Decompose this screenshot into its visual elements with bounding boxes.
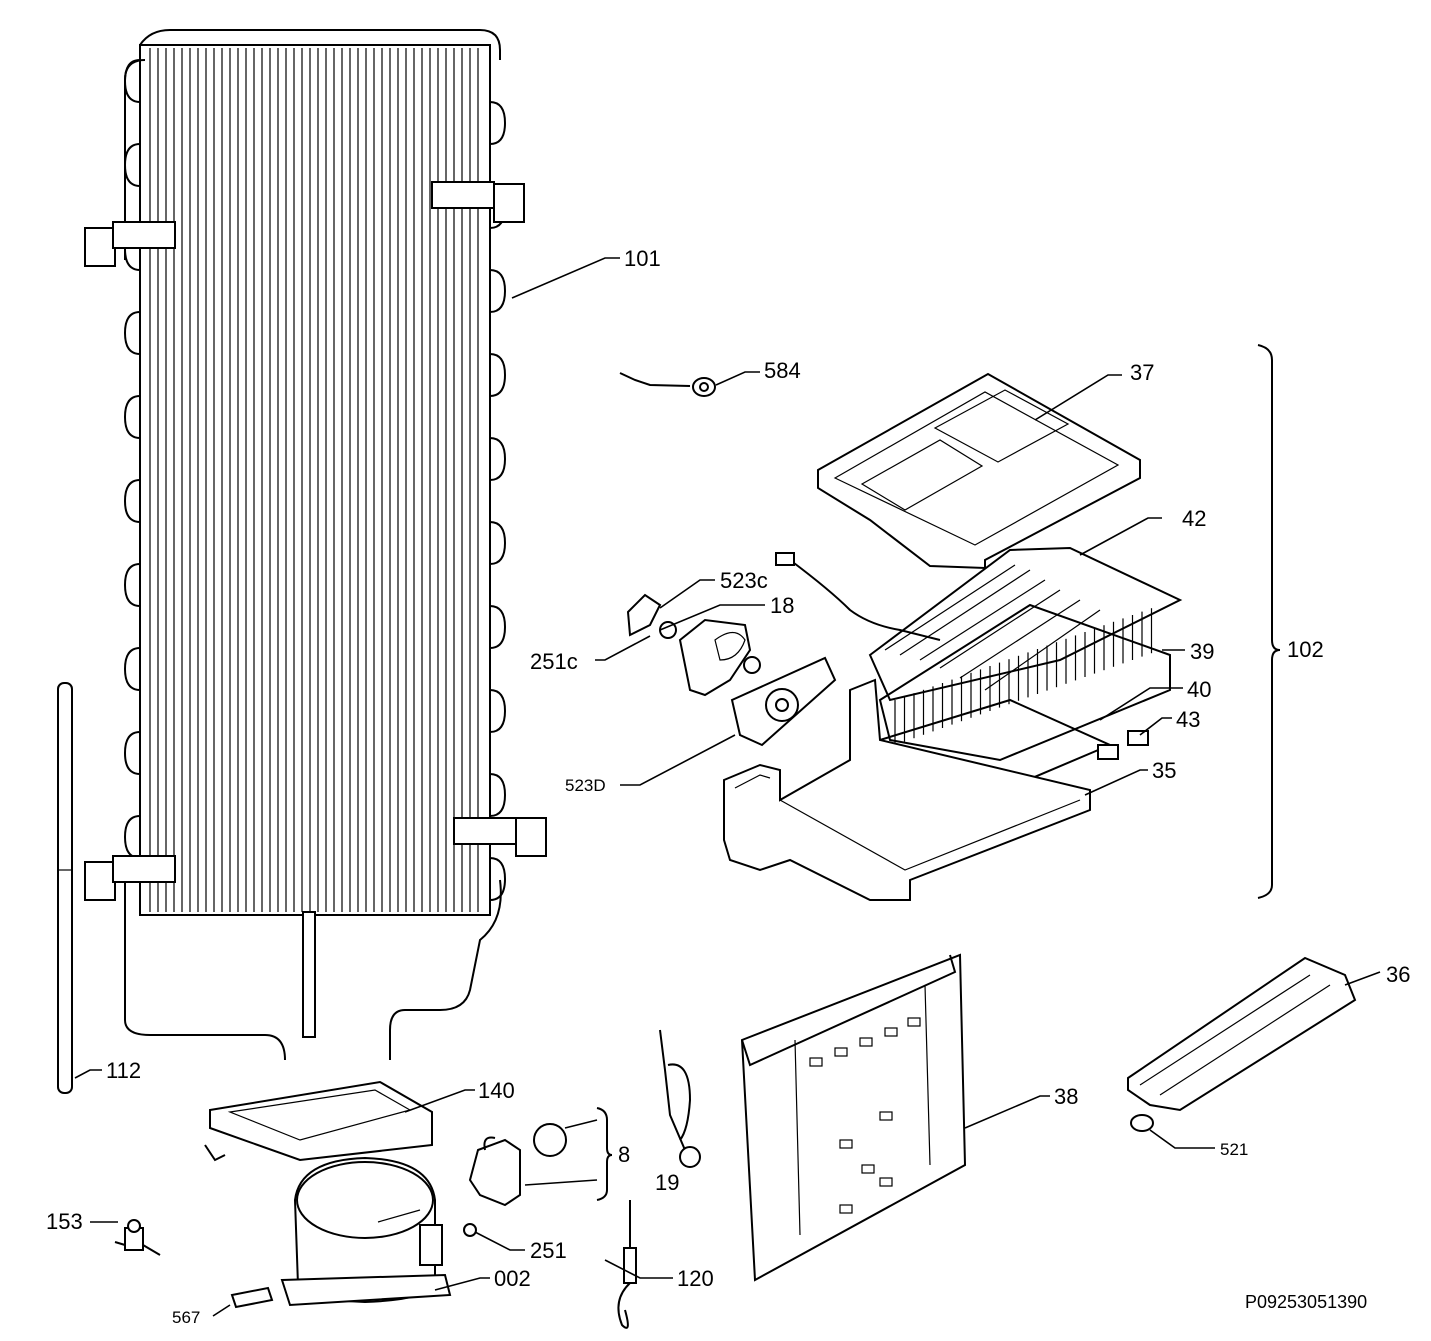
label-251c: 251c	[530, 649, 578, 674]
compressor-002	[280, 1156, 452, 1307]
document-code: P09253051390	[1245, 1292, 1367, 1312]
label-40: 40	[1187, 677, 1211, 702]
label-101: 101	[624, 246, 661, 271]
relay-8	[468, 1123, 567, 1207]
label-36: 36	[1386, 962, 1410, 987]
label-523c: 523c	[720, 568, 768, 593]
fan-assembly	[626, 593, 837, 747]
label-251: 251	[530, 1238, 567, 1263]
evaporator-assembly	[775, 546, 1183, 762]
label-42: 42	[1182, 506, 1206, 531]
label-8: 8	[618, 1142, 630, 1167]
clips-43	[1097, 730, 1149, 760]
part-labels: 101 584 37 42 523c 18 251c 39 102 40 43 …	[46, 246, 1410, 1327]
sensor-584	[619, 372, 716, 397]
grommet-251	[463, 1223, 477, 1237]
label-39: 39	[1190, 639, 1214, 664]
label-523D: 523D	[565, 776, 606, 795]
label-140: 140	[478, 1078, 515, 1103]
panel-38	[740, 953, 967, 1282]
label-002: 002	[494, 1266, 531, 1291]
label-567: 567	[172, 1308, 200, 1327]
plate-567	[230, 1286, 274, 1309]
tray-35	[723, 678, 1091, 901]
label-120: 120	[677, 1266, 714, 1291]
label-43: 43	[1176, 707, 1200, 732]
label-18: 18	[770, 593, 794, 618]
label-37: 37	[1130, 360, 1154, 385]
label-35: 35	[1152, 758, 1176, 783]
rail-36	[1127, 956, 1357, 1112]
cover-37	[817, 372, 1141, 570]
label-521: 521	[1220, 1140, 1248, 1159]
bracket-8	[596, 1107, 613, 1201]
valve-153	[114, 1219, 161, 1256]
bracket-102	[1257, 344, 1281, 899]
thermostat-19	[659, 1029, 701, 1168]
label-102: 102	[1287, 637, 1324, 662]
ring-521	[1130, 1114, 1154, 1132]
condenser-101	[84, 29, 547, 1061]
label-584: 584	[764, 358, 801, 383]
label-153: 153	[46, 1209, 83, 1234]
probe-120	[617, 1200, 637, 1329]
label-19: 19	[655, 1170, 679, 1195]
label-112: 112	[106, 1058, 141, 1083]
label-38: 38	[1054, 1084, 1078, 1109]
base-plate-140	[204, 1080, 433, 1162]
pipe-112	[57, 682, 73, 1094]
leader-lines	[74, 257, 1381, 1317]
